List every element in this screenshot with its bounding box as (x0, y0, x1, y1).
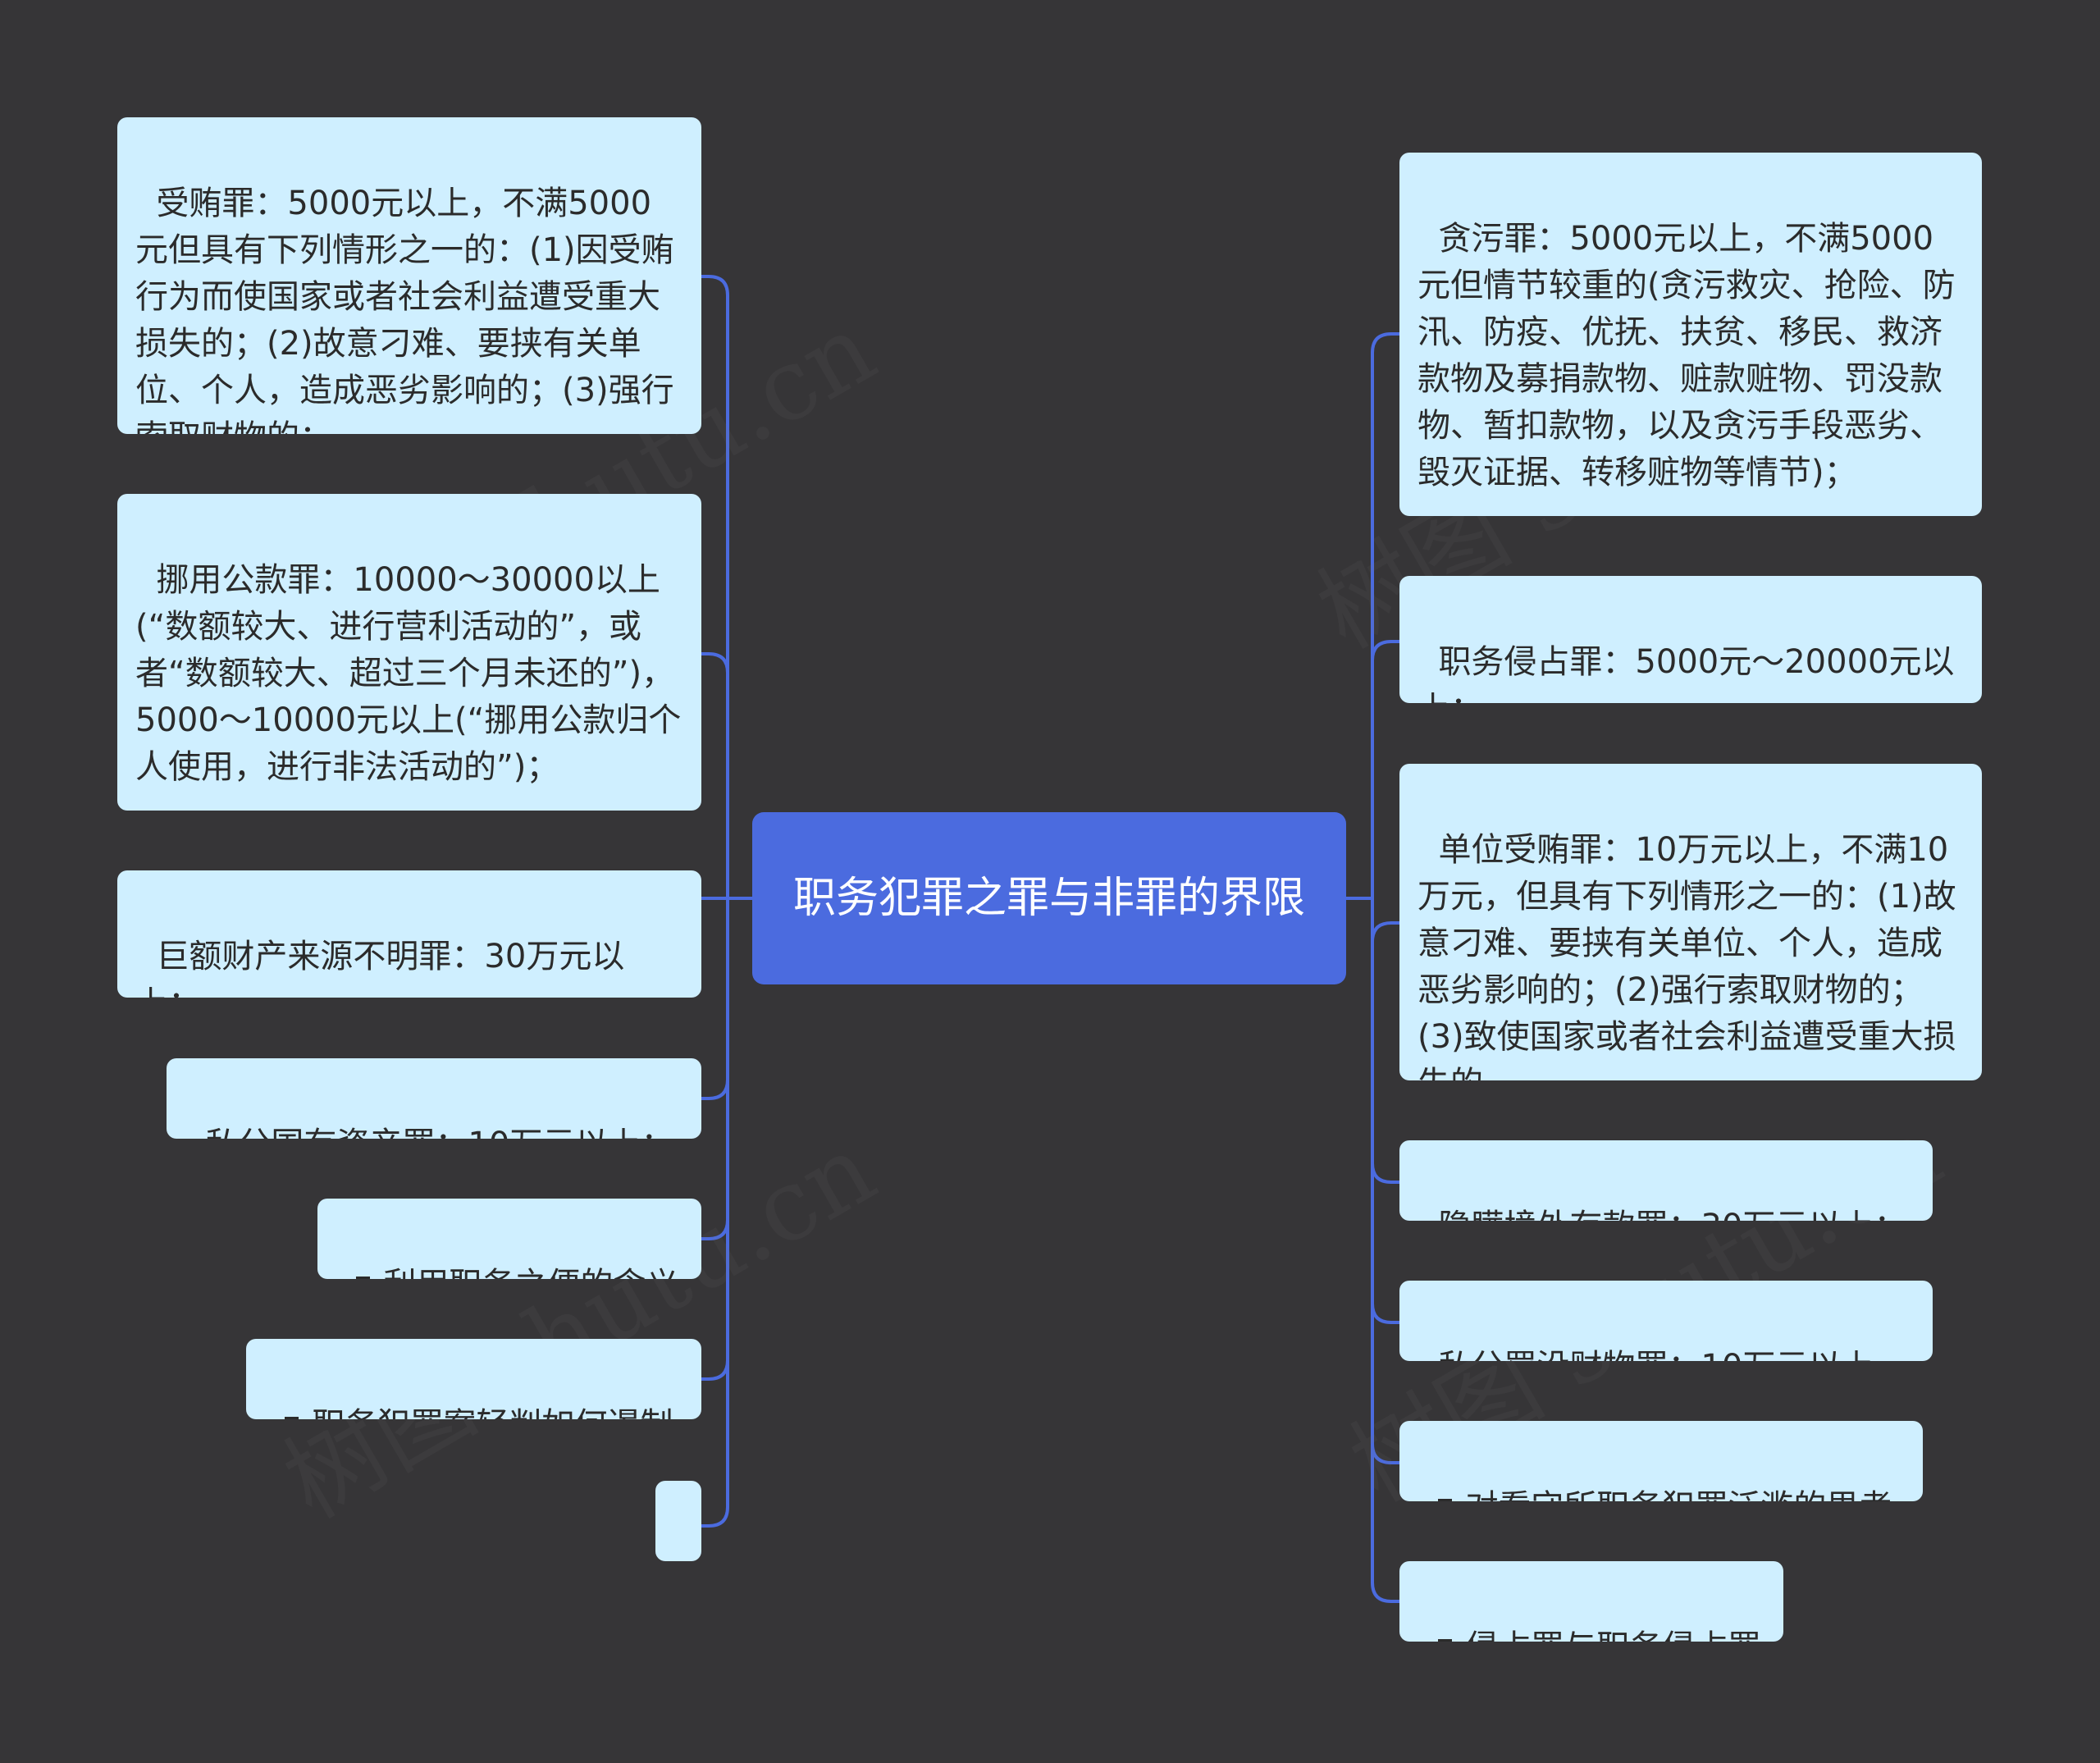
bullet-square-icon (1438, 1499, 1453, 1501)
left-node-bribery[interactable]: 受贿罪：5000元以上，不满5000元但具有下列情形之一的：(1)因受贿行为而使… (117, 117, 701, 434)
node-text: 侵占罪与职务侵占罪 (1465, 1628, 1760, 1642)
node-text: 单位受贿罪：10万元以上，不满10万元，但具有下列情形之一的：(1)故意刁难、要… (1418, 831, 1956, 1080)
node-text: 利用职务之便的含义 (383, 1266, 678, 1279)
left-node-empty[interactable] (655, 1481, 701, 1561)
right-node-private-division-confiscated[interactable]: 私分罚没财物罪：10万元以上。 (1399, 1281, 1933, 1361)
left-node-embezzlement-public-funds[interactable]: 挪用公款罪：10000～30000以上(“数额较大、进行营利活动的”，或者“数额… (117, 494, 701, 811)
left-node-private-division-state-assets[interactable]: 私分国有资产罪：10万元以上； (167, 1058, 701, 1139)
node-text: 受贿罪：5000元以上，不满5000元但具有下列情形之一的：(1)因受贿行为而使… (135, 185, 674, 434)
node-text: 私分国有资产罪：10万元以上； (205, 1126, 673, 1139)
left-node-unexplained-property[interactable]: 巨额财产来源不明罪：30万元以上； (117, 870, 701, 998)
root-topic-label: 职务犯罪之罪与非罪的界限 (792, 874, 1305, 923)
bullet-square-icon (285, 1417, 299, 1419)
right-node-concealing-overseas-deposits[interactable]: 隐瞒境外存款罪：30万元以上； (1399, 1140, 1933, 1221)
bullet-square-icon (356, 1277, 371, 1279)
left-node-link-light-sentences[interactable]: 职务犯罪案轻判如何遏制 (246, 1339, 701, 1419)
left-node-link-meaning-of-position[interactable]: 利用职务之便的含义 (317, 1199, 701, 1279)
right-node-job-encroachment[interactable]: 职务侵占罪：5000元～20000元以上； (1399, 576, 1982, 703)
node-text: 贪污罪：5000元以上，不满5000元但情节较重的(贪污救灾、抢险、防汛、防疫、… (1418, 220, 1956, 491)
right-node-link-encroachment-comparison[interactable]: 侵占罪与职务侵占罪 (1399, 1561, 1783, 1642)
right-node-unit-bribery[interactable]: 单位受贿罪：10万元以上，不满10万元，但具有下列情形之一的：(1)故意刁难、要… (1399, 764, 1982, 1080)
root-topic[interactable]: 职务犯罪之罪与非罪的界限 (752, 812, 1346, 984)
node-text: 职务侵占罪：5000元～20000元以上； (1418, 643, 1955, 703)
right-node-corruption[interactable]: 贪污罪：5000元以上，不满5000元但情节较重的(贪污救灾、抢险、防汛、防疫、… (1399, 153, 1982, 516)
node-text: 私分罚没财物罪：10万元以上。 (1438, 1348, 1906, 1361)
node-text: 挪用公款罪：10000～30000以上(“数额较大、进行营利活动的”，或者“数额… (135, 561, 682, 786)
node-text: 职务犯罪案轻判如何遏制 (312, 1406, 673, 1419)
bullet-square-icon (1438, 1639, 1453, 1642)
right-node-link-detention-reflection[interactable]: 对看守所职务犯罪泛滥的思考 (1399, 1421, 1923, 1501)
node-text: 隐瞒境外存款罪：30万元以上； (1438, 1208, 1906, 1221)
node-text: 巨额财产来源不明罪：30万元以上； (135, 938, 625, 998)
node-text: 对看守所职务犯罪泛滥的思考 (1465, 1488, 1892, 1501)
